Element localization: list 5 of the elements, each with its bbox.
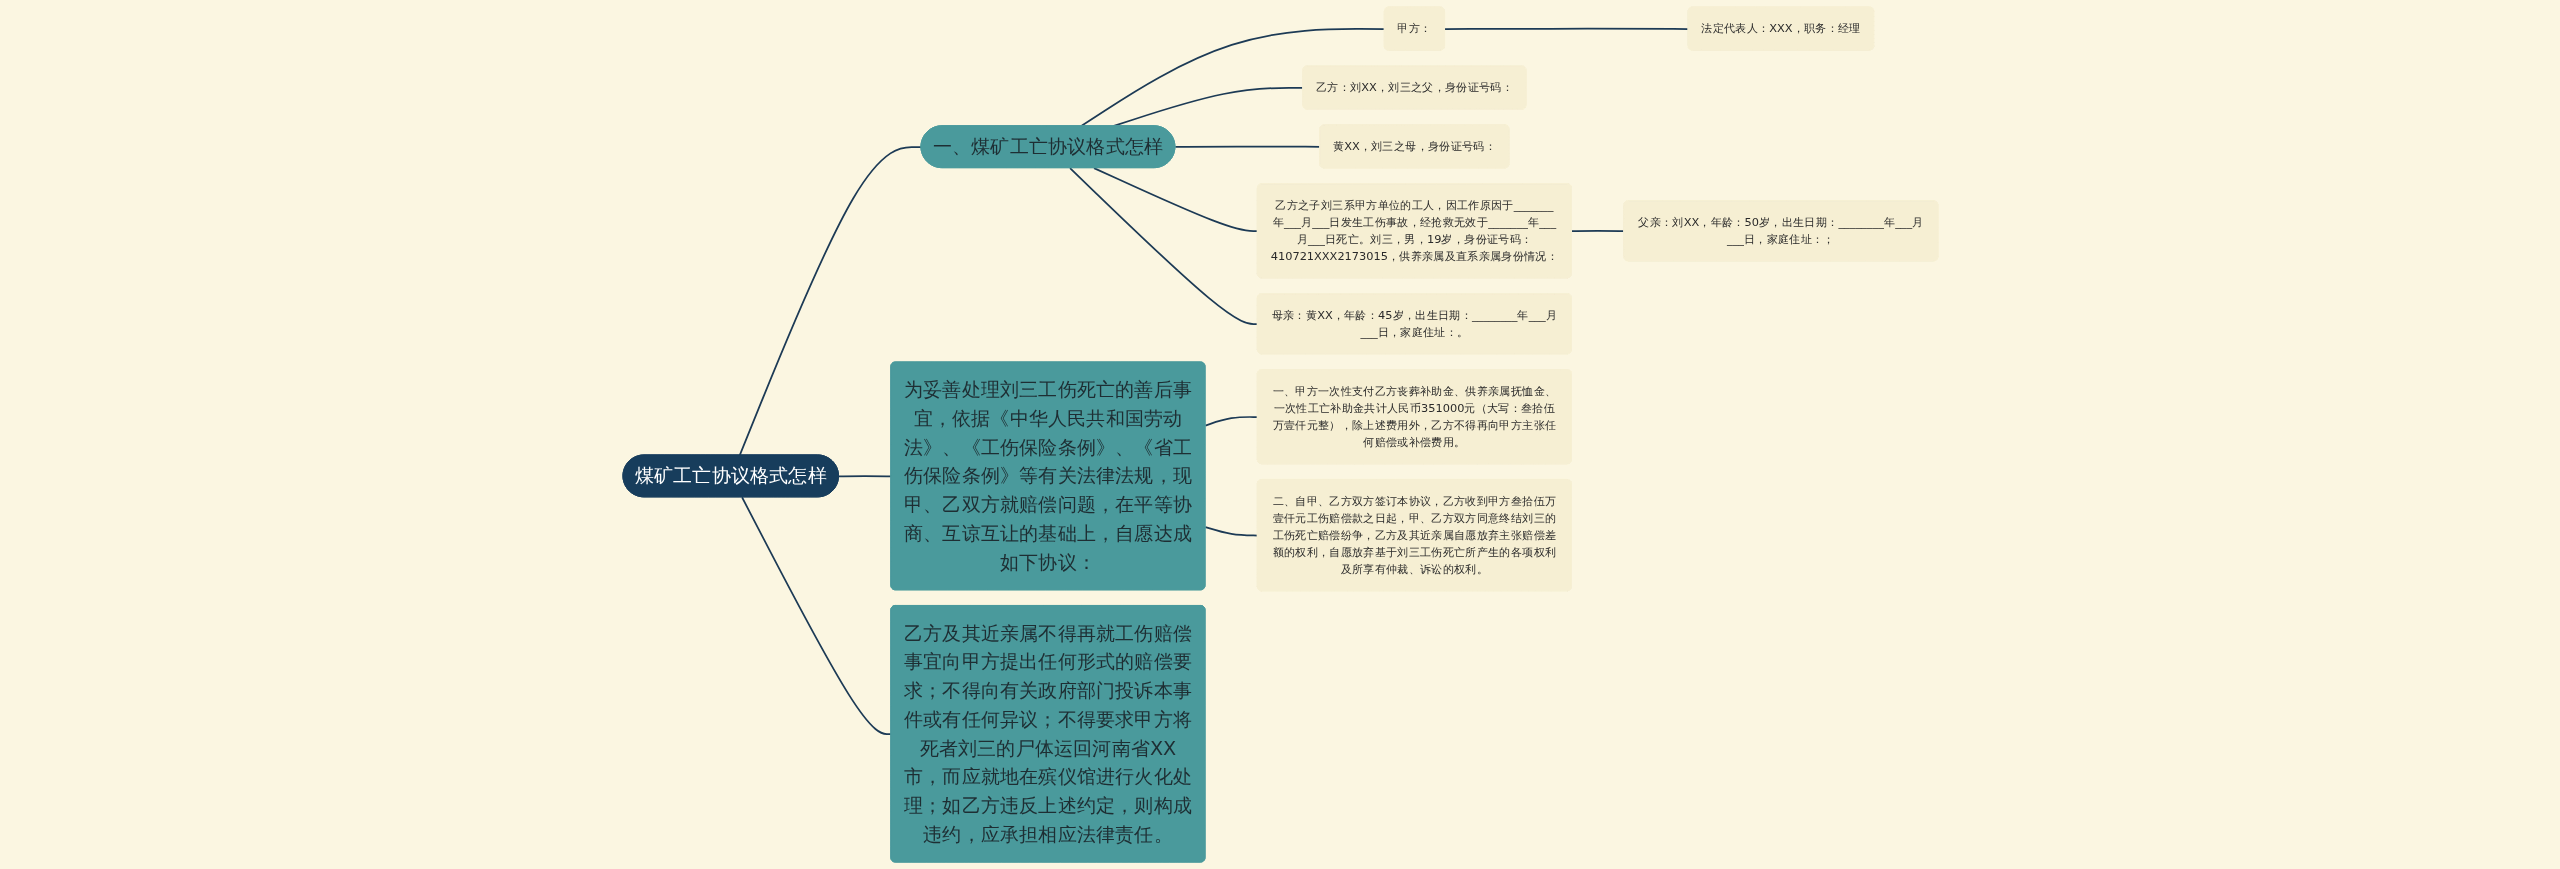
connector: [1443, 27, 1689, 30]
connector: [1570, 230, 1625, 233]
connector: [740, 496, 892, 736]
connector: [837, 475, 892, 478]
connector: [1173, 145, 1321, 148]
